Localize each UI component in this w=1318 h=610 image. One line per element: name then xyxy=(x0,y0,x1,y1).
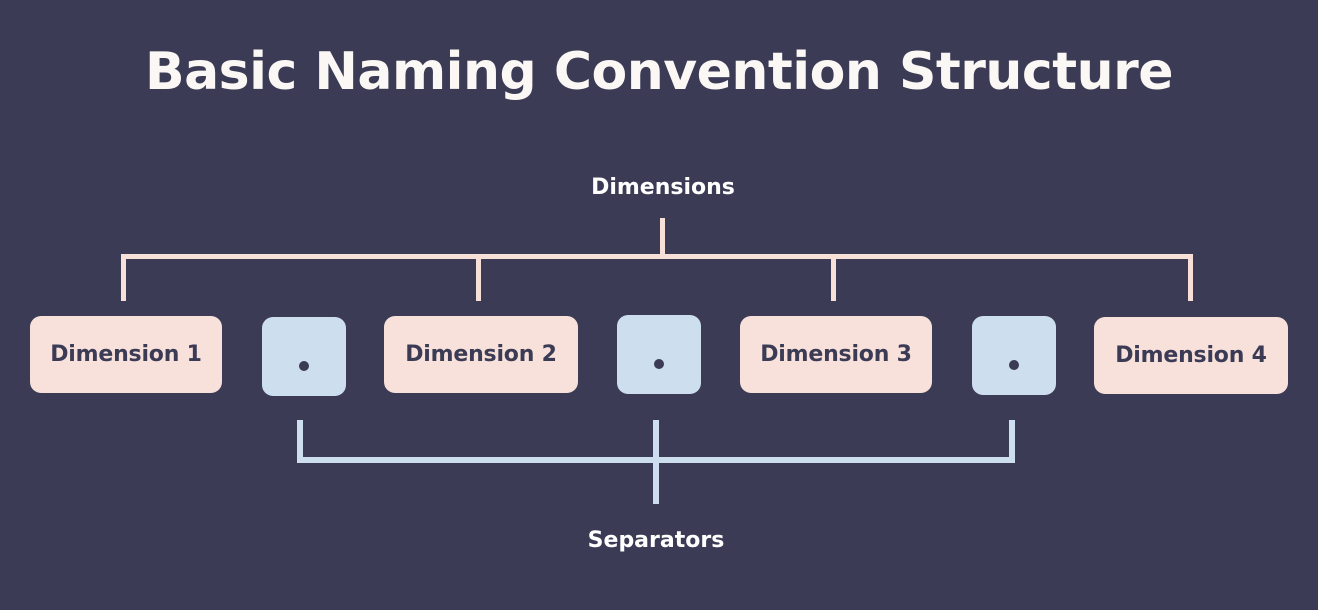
dimensions-stem-line xyxy=(660,218,665,258)
separators-riser-line-3 xyxy=(1009,420,1015,462)
separators-group-label: Separators xyxy=(587,528,725,553)
node-separator-1[interactable] xyxy=(262,317,346,396)
separators-riser-line-1 xyxy=(297,420,303,462)
node-label: Dimension 4 xyxy=(1115,343,1267,368)
dimensions-drop-line-2 xyxy=(476,254,481,301)
node-dimension-2[interactable]: Dimension 2 xyxy=(384,316,578,393)
period-dot-icon xyxy=(1009,359,1019,370)
dimensions-group-label: Dimensions xyxy=(591,175,735,200)
node-dimension-4[interactable]: Dimension 4 xyxy=(1094,317,1288,394)
dimensions-drop-line-4 xyxy=(1188,254,1193,301)
period-dot-icon xyxy=(654,358,664,369)
period-dot-icon xyxy=(299,360,309,371)
dimensions-bracket-horizontal xyxy=(121,254,1193,259)
separators-riser-line-2 xyxy=(653,420,659,462)
separators-stem-line xyxy=(653,457,659,504)
node-dimension-3[interactable]: Dimension 3 xyxy=(740,316,932,393)
node-dimension-1[interactable]: Dimension 1 xyxy=(30,316,222,393)
node-label: Dimension 1 xyxy=(50,342,202,367)
dimensions-drop-line-3 xyxy=(831,254,836,301)
node-label: Dimension 3 xyxy=(760,342,912,367)
page-title: Basic Naming Convention Structure xyxy=(144,42,1174,102)
node-separator-3[interactable] xyxy=(972,316,1056,395)
node-label: Dimension 2 xyxy=(405,342,557,367)
node-separator-2[interactable] xyxy=(617,315,701,394)
dimensions-drop-line-1 xyxy=(121,254,126,301)
